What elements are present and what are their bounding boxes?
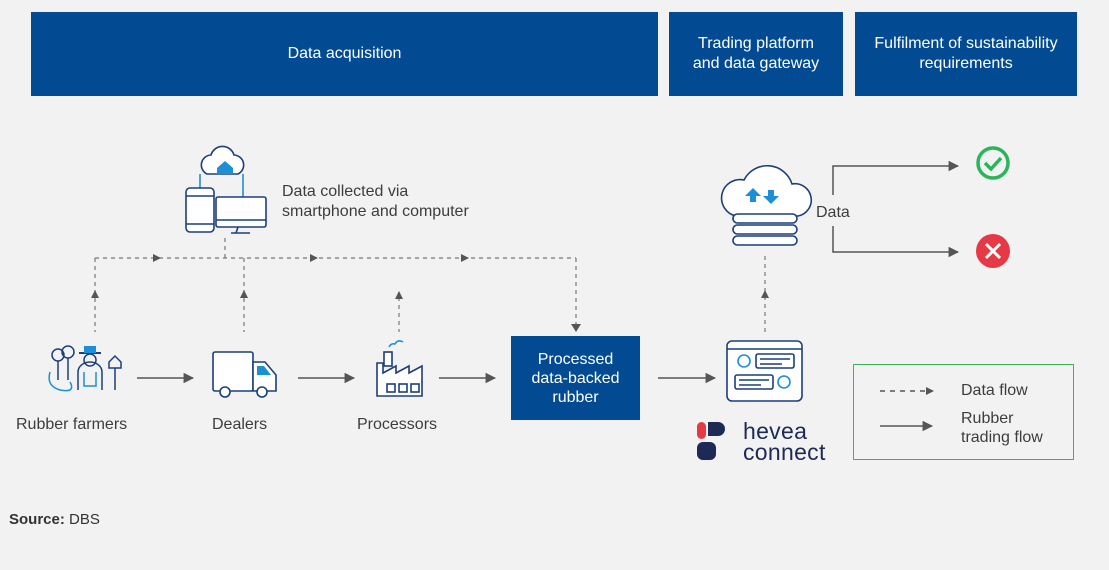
data-label: Data bbox=[816, 204, 850, 221]
source-label: Source: bbox=[9, 511, 65, 528]
node-processed-rubber: Processed data-backed rubber bbox=[511, 336, 640, 420]
header-trading-platform: Trading platform and data gateway bbox=[669, 12, 843, 96]
node-dealers: Dealers bbox=[212, 416, 268, 433]
node-rubber-farmers: Rubber farmers bbox=[16, 416, 128, 433]
devices-icon bbox=[185, 145, 267, 234]
legend-trading-flow: Rubber trading flow bbox=[961, 410, 1043, 446]
header-data-acquisition: Data acquisition bbox=[31, 12, 658, 96]
legend-data-flow: Data flow bbox=[961, 382, 1028, 399]
collection-note: Data collected via smartphone and comput… bbox=[282, 183, 469, 220]
legend-box bbox=[853, 364, 1074, 460]
check-icon bbox=[976, 146, 1010, 180]
cross-icon bbox=[976, 234, 1010, 268]
source-value: DBS bbox=[69, 511, 100, 528]
factory-icon bbox=[376, 340, 423, 397]
legend-lines bbox=[880, 387, 934, 432]
truck-icon bbox=[212, 351, 277, 398]
source-note: Source: DBS bbox=[9, 511, 100, 528]
cloud-server-icon bbox=[720, 164, 813, 246]
farmer-icon bbox=[48, 345, 122, 392]
data-flow-dashed-lines bbox=[94, 238, 766, 332]
data-branch-arrows bbox=[832, 160, 960, 258]
node-processors: Processors bbox=[357, 416, 438, 433]
header-sustainability: Fulfilment of sustainability requirement… bbox=[855, 12, 1077, 96]
hevea-connect-logo bbox=[697, 422, 725, 460]
brand-name: hevea connect bbox=[743, 418, 826, 465]
platform-screen-icon bbox=[726, 340, 803, 402]
data-flow-arrowheads bbox=[91, 254, 769, 332]
